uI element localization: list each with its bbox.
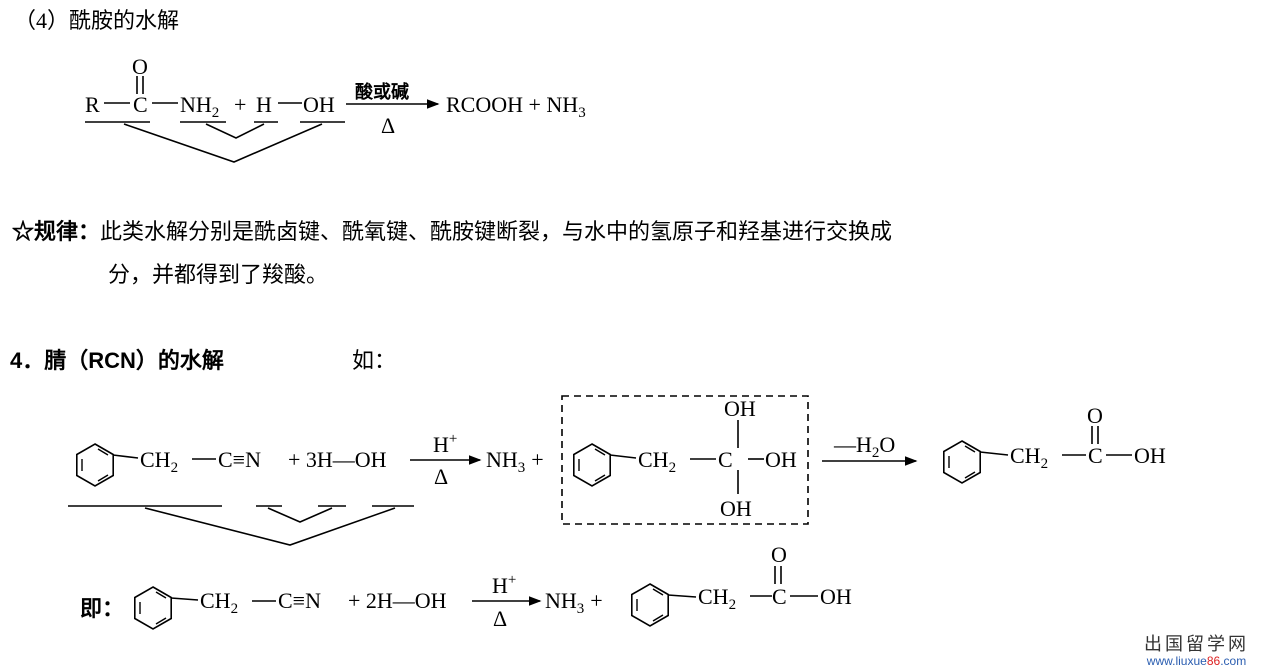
- amine-group: NH2: [180, 92, 219, 121]
- hydroxyl-bottom: OH: [720, 496, 752, 521]
- water-reagent: + 2H—OH: [348, 588, 447, 613]
- water-reagent: + 3H—OH: [288, 447, 387, 472]
- condition-acid-or-base: 酸或碱: [355, 81, 409, 102]
- hydroxyl: OH: [303, 92, 335, 117]
- ammonia: NH3+: [545, 588, 603, 617]
- hydrogen: H: [256, 92, 272, 117]
- r-group: R: [85, 92, 100, 117]
- products: RCOOH + NH3: [446, 92, 586, 121]
- acid-catalyst: H+: [492, 572, 516, 598]
- methylene: CH2: [200, 588, 238, 617]
- methylene: CH2: [698, 584, 736, 613]
- plus-sign: +: [234, 92, 246, 117]
- oxygen: O: [132, 54, 148, 79]
- heat-symbol: Δ: [434, 464, 448, 489]
- dehydration-label: —H2O: [833, 432, 895, 461]
- ammonia: NH3+: [486, 447, 544, 476]
- net-equation: [134, 566, 818, 630]
- section-title: （4）酰胺的水解: [14, 8, 180, 33]
- carbon: C: [718, 447, 733, 472]
- carbon: C: [133, 92, 148, 117]
- rule-line-1: ☆规律：此类水解分别是酰卤键、酰氧键、酰胺键断裂，与水中的氢原子和羟基进行交换成: [12, 219, 892, 245]
- hydroxyl-right: OH: [765, 447, 797, 472]
- oxygen: O: [1087, 403, 1103, 428]
- hydroxyl-top: OH: [724, 396, 756, 421]
- example-label: 如：: [352, 348, 397, 373]
- watermark-logo: 出国留学网 www.liuxue86.com: [1144, 634, 1249, 668]
- nitrile-group: C≡N: [218, 447, 261, 472]
- carbon: C: [1088, 443, 1103, 468]
- nitrile-heading: 4．腈（RCN）的水解: [10, 348, 224, 373]
- rule-label: ☆规律：: [12, 219, 101, 244]
- methylene: CH2: [1010, 443, 1048, 472]
- hydroxyl: OH: [820, 584, 852, 609]
- rule-line-2: 分，并都得到了羧酸。: [108, 262, 329, 287]
- nitrile-group: C≡N: [278, 588, 321, 613]
- carbon: C: [772, 584, 787, 609]
- net-label: 即：: [80, 596, 124, 621]
- nitrile-hydrolysis-equation: [68, 395, 1132, 546]
- hydroxyl: OH: [1134, 443, 1166, 468]
- heat-symbol: Δ: [381, 113, 395, 138]
- oxygen: O: [771, 542, 787, 567]
- amide-hydrolysis-equation: [85, 76, 440, 163]
- heat-symbol: Δ: [493, 606, 507, 631]
- methylene: CH2: [140, 447, 178, 476]
- methylene: CH2: [638, 447, 676, 476]
- rule-text: 此类水解分别是酰卤键、酰氧键、酰胺键断裂，与水中的氢原子和羟基进行交换成: [100, 219, 893, 244]
- acid-catalyst: H+: [433, 431, 457, 457]
